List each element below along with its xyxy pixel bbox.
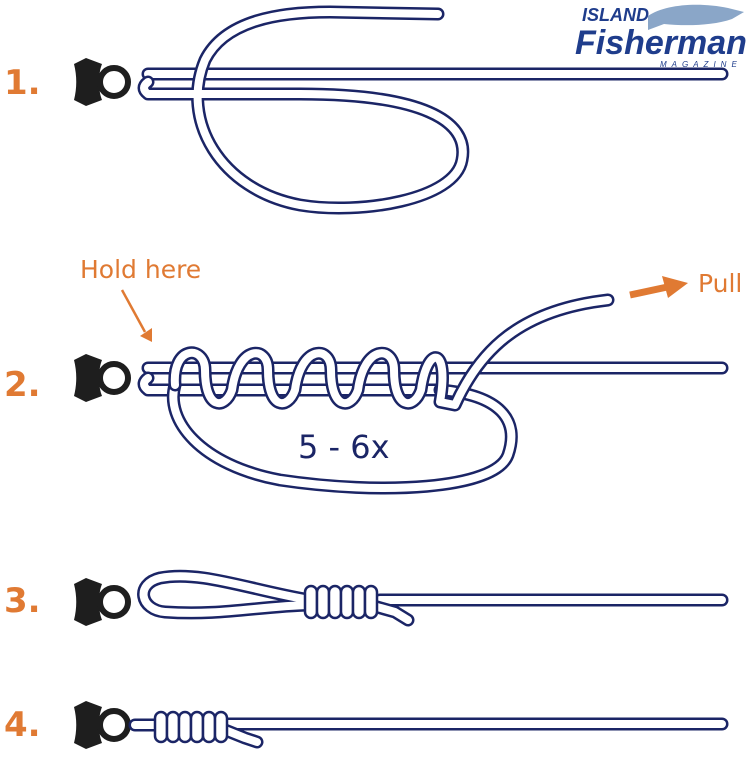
- wraps: [168, 293, 615, 412]
- step-3-illustration: [74, 569, 729, 627]
- step-number-3: 3.: [4, 581, 41, 621]
- hold-arrow-icon: [120, 289, 152, 342]
- pull-label: Pull: [698, 269, 742, 298]
- step-1-illustration: [74, 5, 729, 215]
- swivel-icon: [74, 58, 128, 106]
- step-number-2: 2.: [4, 365, 41, 405]
- swivel-icon: [74, 701, 128, 749]
- pull-arrow-icon: [629, 276, 688, 299]
- logo-magazine: MAGAZINE: [660, 60, 742, 69]
- step-4-illustration: [74, 701, 729, 749]
- coils: [153, 710, 229, 744]
- coils: [303, 584, 379, 620]
- swivel-icon: [74, 354, 128, 402]
- hold-here-label: Hold here: [80, 255, 201, 284]
- tag-end-loop: [137, 5, 470, 215]
- wraps-count-label: 5 - 6x: [298, 428, 390, 466]
- swivel-icon: [74, 578, 128, 626]
- fish-icon: [648, 4, 744, 30]
- magazine-logo: ISLAND Fisherman MAGAZINE: [575, 4, 747, 69]
- step-2-illustration: 5 - 6x: [74, 293, 729, 495]
- wrap-loop: [166, 378, 518, 495]
- logo-fisherman: Fisherman: [575, 24, 747, 62]
- loop: [137, 569, 415, 627]
- logo-island: ISLAND: [582, 5, 649, 25]
- step-number-4: 4.: [4, 705, 41, 745]
- step-number-1: 1.: [4, 63, 41, 103]
